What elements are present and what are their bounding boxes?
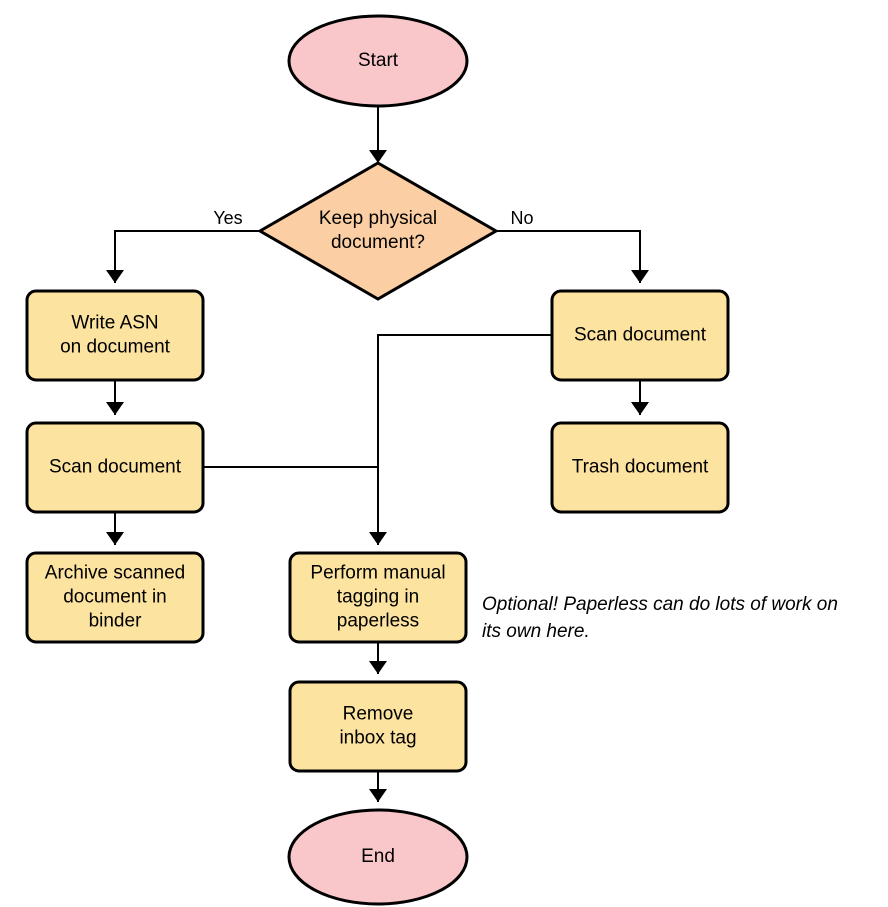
edge-scan-document-right-to-trash-arrowhead [631,402,649,415]
annotation-optional-paperless-line-0: Optional! Paperless can do lots of work … [482,594,838,615]
edge-decision-yes-to-write-asn-line [114,230,260,283]
edge-decision-no-to-scan-right-line [496,230,641,283]
process-perform-manual-tagging-in-paperless[interactable]: Perform manual tagging in paperless [288,551,468,644]
process-archive-scanned-document-in-binder-label-line-1: document in [63,587,167,608]
edge-decision-yes-to-write-asn-arrowhead [106,270,124,283]
edge-scan-document-right-to-tagging [369,334,552,545]
process-scan-document-right-label-line-0: Scan document [574,325,707,346]
edge-scan-document-right-to-tagging-arrowhead [369,532,387,545]
annotation-optional-paperless-line-1: its own here. [482,621,590,642]
annotation-optional-paperless: Optional! Paperless can do lots of work … [482,594,838,642]
edge-remove-inbox-tag-to-end [369,771,387,802]
decision-keep-physical-document-shape [256,161,500,301]
edge-decision-no-to-scan-right-arrowhead [631,270,649,283]
process-scan-document-left[interactable]: Scan document [25,421,205,514]
process-write-asn-on-document[interactable]: Write ASN on document [25,289,205,382]
process-scan-document-left-shape [25,421,205,514]
annotations-layer: Optional! Paperless can do lots of work … [482,594,838,642]
process-trash-document-label-line-0: Trash document [572,457,709,478]
end-node-label-line-0: End [361,846,395,867]
decision-keep-physical-document-label-line-0: Keep physical [319,208,437,229]
edge-decision-no-to-scan-right: No [496,208,649,283]
edge-tagging-to-remove-inbox-tag-arrowhead [369,661,387,674]
process-write-asn-on-document-label-line-1: on document [60,337,171,358]
decision-keep-physical-document[interactable]: Keep physical document? [256,161,500,301]
start-node-label-line-0: Start [358,50,399,71]
edge-tagging-to-remove-inbox-tag [369,642,387,674]
process-perform-manual-tagging-in-paperless-shape [288,551,468,644]
process-remove-inbox-tag-label-line-1: inbox tag [339,728,416,749]
edge-label-no: No [510,208,533,228]
process-scan-document-right-shape [550,289,730,382]
process-archive-scanned-document-in-binder-label-line-2: binder [89,611,142,632]
process-perform-manual-tagging-in-paperless-label-line-1: tagging in [337,587,419,608]
edge-label-yes: Yes [213,208,242,228]
process-archive-scanned-document-in-binder-shape [25,551,205,644]
process-remove-inbox-tag[interactable]: Remove inbox tag [288,680,468,773]
edge-write-asn-to-scan-document-left [106,380,124,415]
process-trash-document[interactable]: Trash document [550,421,730,514]
end-node[interactable]: End [287,808,469,906]
edge-scan-document-right-to-trash [631,380,649,415]
edge-scan-document-right-to-tagging-line [377,334,552,545]
edge-decision-yes-to-write-asn: Yes [106,208,260,283]
edge-write-asn-to-scan-document-left-arrowhead [106,402,124,415]
edges-layer: Yes No [106,106,649,802]
edge-scan-document-left-to-archive-arrowhead [106,532,124,545]
process-perform-manual-tagging-in-paperless-label-line-2: paperless [337,611,419,632]
process-trash-document-shape [550,421,730,514]
start-node-shape [287,14,469,108]
edge-scan-document-left-to-archive [106,512,124,545]
process-scan-document-left-label-line-0: Scan document [49,457,182,478]
process-write-asn-on-document-shape [25,289,205,382]
start-node[interactable]: Start [287,14,469,108]
decision-keep-physical-document-label-line-1: document? [331,232,425,253]
process-scan-document-right[interactable]: Scan document [550,289,730,382]
edge-start-to-decision [369,106,387,163]
process-archive-scanned-document-in-binder[interactable]: Archive scanned document in binder [25,551,205,644]
process-perform-manual-tagging-in-paperless-label-line-0: Perform manual [310,563,445,584]
process-archive-scanned-document-in-binder-label-line-0: Archive scanned [45,563,185,584]
edge-start-to-decision-arrowhead [369,150,387,163]
edge-remove-inbox-tag-to-end-arrowhead [369,789,387,802]
process-write-asn-on-document-label-line-0: Write ASN [71,313,158,334]
process-remove-inbox-tag-shape [288,680,468,773]
end-node-shape [287,808,469,906]
process-remove-inbox-tag-label-line-0: Remove [343,704,414,725]
